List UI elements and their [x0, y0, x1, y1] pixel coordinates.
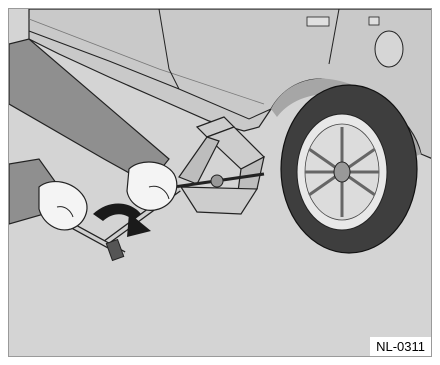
- fuel-cap: [375, 31, 403, 67]
- figure-code: NL-0311: [370, 337, 431, 356]
- illustration-frame: NL-0311: [8, 8, 432, 357]
- car-jack-illustration: [9, 9, 432, 357]
- wheel: [281, 85, 417, 253]
